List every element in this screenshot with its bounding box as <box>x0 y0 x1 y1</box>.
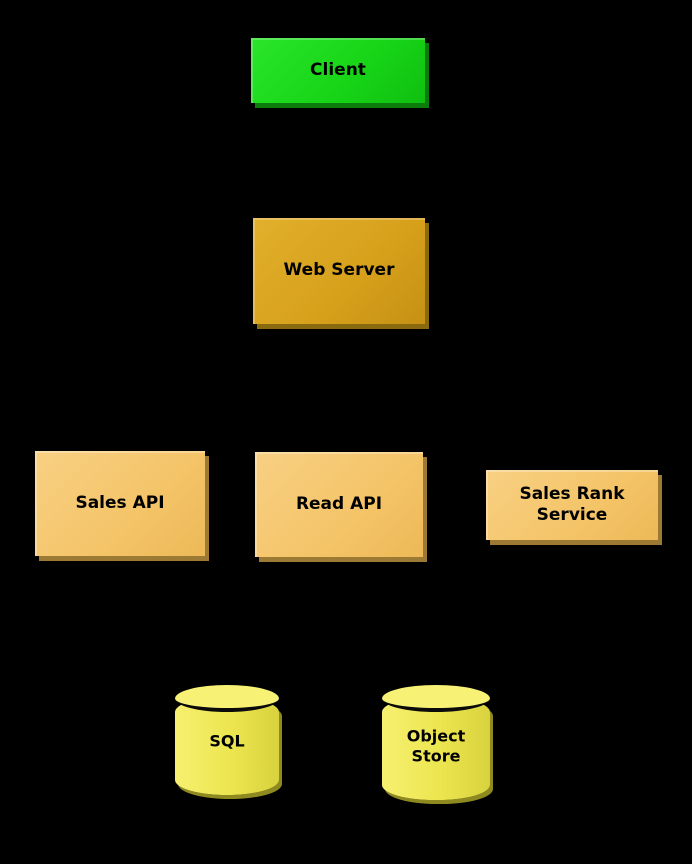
node-sales-rank-service-label: Sales Rank Service <box>519 483 625 525</box>
node-client-label: Client <box>310 59 366 80</box>
node-object-store-label: Object Store <box>406 725 466 766</box>
node-read-api-label: Read API <box>295 493 383 514</box>
node-web-server-label: Web Server <box>283 260 395 281</box>
node-object-store: Object Store <box>382 685 490 800</box>
cylinder-lid <box>382 685 490 712</box>
node-sales-api-label: Sales API <box>75 492 165 513</box>
cylinder-body <box>382 697 490 800</box>
node-sql-label: SQL <box>209 731 245 751</box>
node-sql-database: SQL <box>175 685 279 795</box>
node-web-server: Web Server <box>253 218 425 324</box>
cylinder-body <box>175 697 279 795</box>
node-read-api: Read API <box>255 452 423 557</box>
node-sales-rank-service: Sales Rank Service <box>486 470 658 540</box>
node-sales-api: Sales API <box>35 451 205 556</box>
cylinder-lid <box>175 685 279 712</box>
node-client: Client <box>251 38 425 103</box>
